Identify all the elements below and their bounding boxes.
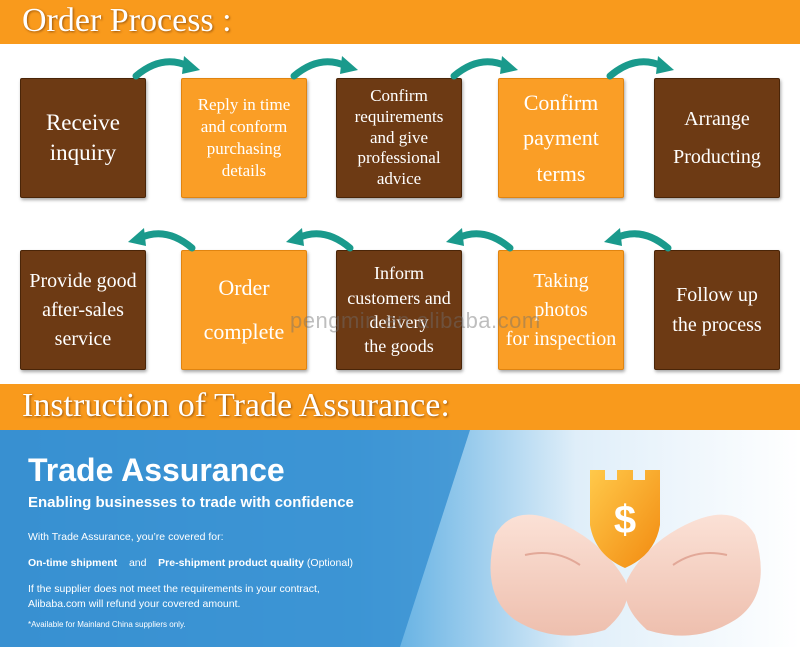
order-process-heading: Order Process : — [22, 2, 232, 39]
trade-assurance-heading: Instruction of Trade Assurance: — [22, 387, 450, 424]
arrow-left-icon — [128, 228, 196, 252]
step-label: Confirm payment terms — [523, 90, 599, 186]
arrow-left-icon — [604, 228, 672, 252]
panel-background-shape — [0, 430, 470, 647]
arrow-right-icon — [450, 56, 518, 80]
hands-shield-illustration: $ — [490, 470, 761, 636]
right-hand-shape — [625, 514, 761, 636]
optional-text: (Optional) — [306, 557, 354, 569]
arrow-left-icon — [446, 228, 514, 252]
order-process-banner: Order Process : — [0, 0, 800, 44]
left-hand-shape — [490, 514, 628, 636]
and-text: and — [128, 557, 147, 569]
trade-assurance-subtitle: Enabling businesses to trade with confid… — [28, 494, 354, 511]
covered-intro: With Trade Assurance, you’re covered for… — [28, 531, 224, 543]
refund-text: If the supplier does not meet the requir… — [28, 583, 320, 611]
arrow-right-icon — [132, 56, 200, 80]
dollar-icon: $ — [614, 498, 636, 542]
step-after-sales-service: Provide good after-sales service — [20, 250, 146, 370]
step-label: Arrange Producting — [673, 108, 761, 168]
step-label: Reply in time and conform purchasing det… — [197, 94, 291, 181]
arrow-right-icon — [290, 56, 358, 80]
step-confirm-requirements: Confirm requirements and give profession… — [336, 78, 462, 198]
item-on-time-shipment: On-time shipment — [28, 557, 118, 569]
step-order-complete: Order complete — [181, 250, 307, 370]
step-label: Receive inquiry — [45, 110, 121, 165]
step-taking-photos: Taking photos for inspection — [498, 250, 624, 370]
step-inform-customers: Inform customers and delivery the goods — [336, 250, 462, 370]
arrow-left-icon — [286, 228, 354, 252]
item-pre-shipment-quality: Pre-shipment product quality — [158, 557, 304, 569]
step-reply-in-time: Reply in time and conform purchasing det… — [181, 78, 307, 198]
step-label: Follow up the process — [672, 284, 762, 336]
arrow-right-icon — [606, 56, 674, 80]
step-label: Taking photos for inspection — [505, 269, 617, 350]
step-label: Provide good after-sales service — [29, 269, 137, 350]
step-arrange-producting: Arrange Producting — [654, 78, 780, 198]
step-label: Confirm requirements and give profession… — [354, 86, 444, 189]
step-receive-inquiry: Receive inquiry — [20, 78, 146, 198]
trade-assurance-banner: Instruction of Trade Assurance: — [0, 384, 800, 430]
step-confirm-payment-terms: Confirm payment terms — [498, 78, 624, 198]
covered-items: On-time shipment and Pre-shipment produc… — [28, 557, 353, 569]
step-label: Order complete — [203, 275, 285, 344]
step-label: Inform customers and delivery the goods — [347, 263, 451, 357]
step-follow-up: Follow up the process — [654, 250, 780, 370]
trade-assurance-title: Trade Assurance — [28, 452, 285, 488]
footnote: *Available for Mainland China suppliers … — [28, 620, 186, 629]
shield-icon — [590, 470, 660, 568]
